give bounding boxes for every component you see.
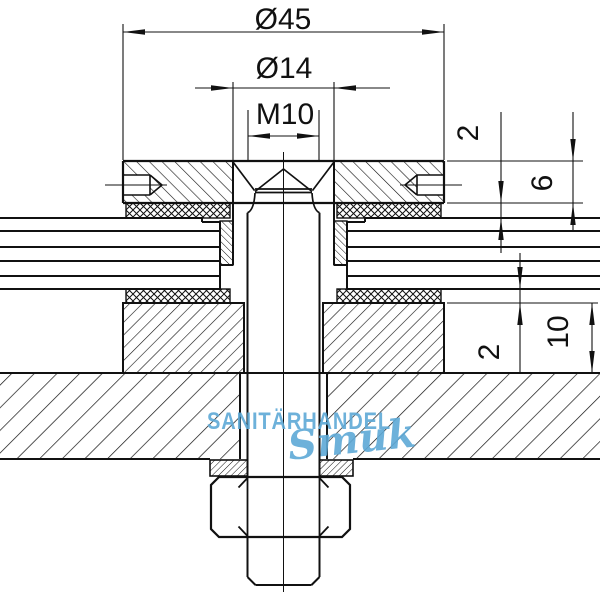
- extension-lines-right: [447, 160, 598, 304]
- dim-label-hole-diameter: Ø14: [256, 52, 313, 85]
- glass-panel: [0, 217, 600, 290]
- dimension-diameter-45: Ø45: [122, 3, 445, 160]
- dim-label-thread: M10: [256, 98, 314, 131]
- watermark-store-name: SANITÄRHANDEL: [207, 408, 391, 435]
- dim-label-gap-bottom: 2: [473, 344, 506, 361]
- dimension-thread-m10: M10: [247, 98, 320, 160]
- dim-label-rosette-height: 10: [542, 315, 575, 348]
- dim-label-outer-diameter: Ø45: [255, 3, 312, 36]
- dimension-diameter-14: Ø14: [195, 52, 390, 160]
- dimension-gap-top: 2: [452, 112, 504, 253]
- washer: [209, 459, 354, 477]
- dimension-gap-bottom: 2: [473, 253, 523, 373]
- countersunk-bolt-head: [232, 161, 335, 214]
- lower-clamping-disc: [122, 302, 445, 374]
- bushing-sleeve: [219, 161, 348, 266]
- hex-nut: [209, 475, 352, 539]
- substructure-wall: [0, 372, 600, 460]
- upper-gasket: [125, 202, 442, 219]
- dimension-rosette-height: 10: [542, 303, 595, 373]
- dimension-disc-thickness: 6: [526, 112, 576, 230]
- dim-label-disc-thickness: 6: [526, 175, 559, 192]
- dim-label-gap-top: 2: [452, 125, 485, 142]
